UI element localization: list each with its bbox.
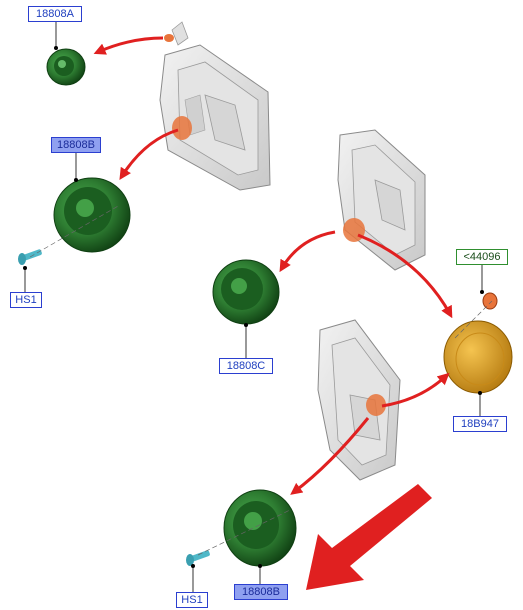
- mount-spot-front: [172, 116, 192, 140]
- speaker-18808B-front: [53, 177, 131, 253]
- label-18808C: 18808C: [219, 358, 273, 374]
- grille-18B947: [443, 320, 513, 394]
- arrow-to-front-speaker: [119, 128, 179, 181]
- label-18808B-front: 18808B: [51, 137, 101, 153]
- assembly-axis-lines: [29, 204, 493, 556]
- speaker-18808B-rear: [223, 489, 297, 567]
- label-18808B-rear: 18808B: [234, 584, 288, 600]
- door-panel-rear-upper: [337, 129, 426, 271]
- grommet-44096: [482, 292, 498, 310]
- speaker-18808C: [212, 259, 280, 325]
- door-panel-rear-lower: [317, 319, 401, 481]
- red-arrows: [93, 36, 453, 495]
- door-panel-front: [159, 21, 271, 191]
- mount-spot-rear-lower: [366, 394, 386, 416]
- arrow-to-grille: [357, 233, 453, 319]
- arrow-from-grille-to-rear-door: [381, 372, 450, 408]
- leader-lines: [24, 20, 483, 592]
- leader-dots: [23, 46, 484, 568]
- arrow-to-18808C: [279, 230, 336, 273]
- big-red-pointer-arrow: [306, 484, 432, 590]
- mount-spot-tweeter: [164, 34, 174, 42]
- label-44096: <44096: [456, 249, 508, 265]
- arrow-to-tweeter: [93, 36, 164, 55]
- screw-hs1-rear: [186, 550, 210, 566]
- label-hs1-front: HS1: [10, 292, 42, 308]
- arrow-to-rear-speaker: [290, 417, 370, 495]
- screw-hs1-front: [18, 249, 42, 265]
- label-18B947: 18B947: [453, 416, 507, 432]
- label-18808A: 18808A: [28, 6, 82, 22]
- tweeter-18808A: [46, 48, 86, 86]
- label-hs1-rear: HS1: [176, 592, 208, 608]
- mount-spot-rear-upper: [343, 218, 365, 242]
